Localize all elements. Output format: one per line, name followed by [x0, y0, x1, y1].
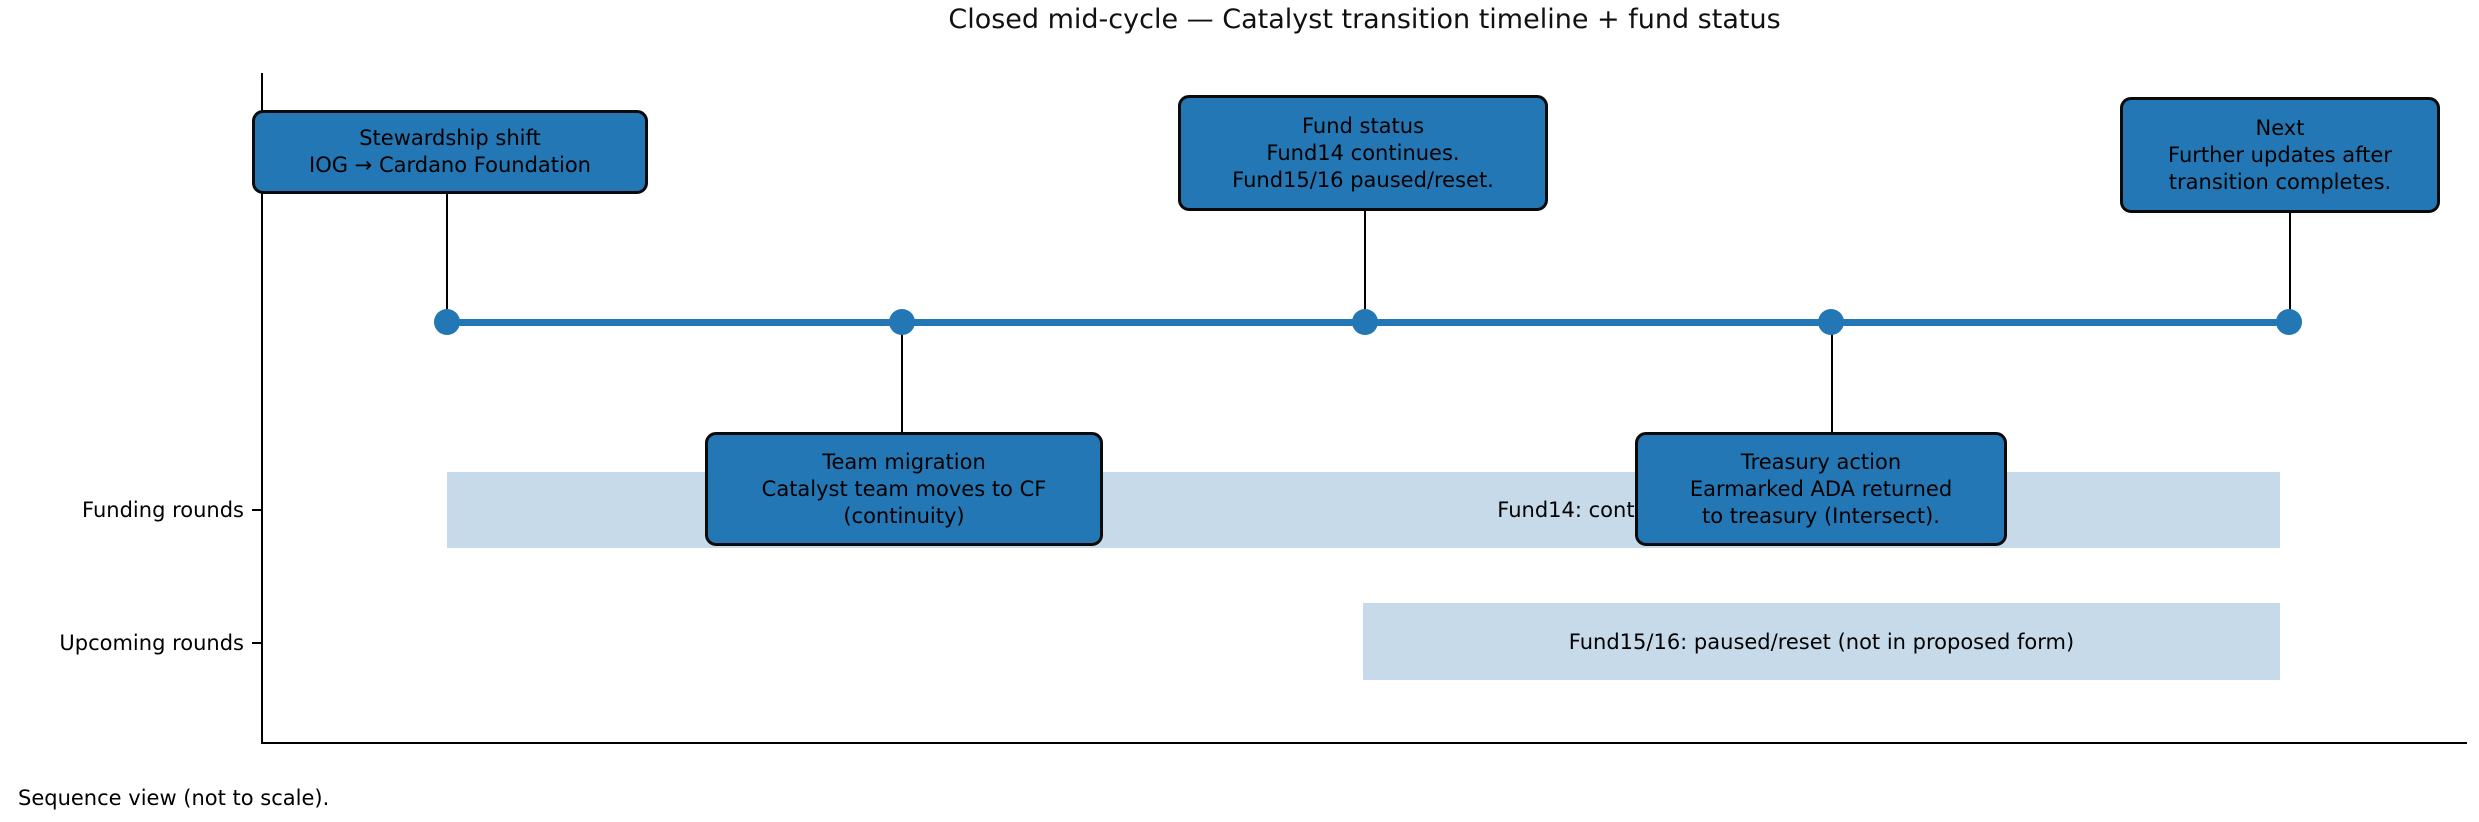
callout-detail: Catalyst team moves to CF (continuity): [761, 476, 1047, 528]
callout-detail: Fund14 continues. Fund15/16 paused/reset…: [1232, 140, 1494, 192]
milestone-dot-migration: [889, 309, 915, 335]
y-tick-upcoming-rounds: [252, 642, 261, 644]
milestone-dot-stewardship: [434, 309, 460, 335]
milestone-dot-fundstatus: [1352, 309, 1378, 335]
y-tick-funding-rounds: [252, 509, 261, 511]
callout-title: Next: [2255, 115, 2305, 140]
callout-title: Fund status: [1301, 113, 1425, 138]
footnote-sequence-view: Sequence view (not to scale).: [18, 786, 330, 810]
y-label-upcoming-rounds: Upcoming rounds: [59, 631, 244, 655]
connector-fundstatus: [1364, 208, 1366, 322]
connector-stewardship: [446, 192, 448, 322]
connector-treasury: [1831, 322, 1833, 434]
callout-detail: IOG → Cardano Foundation: [309, 153, 591, 177]
bar-fund15-16-label: Fund15/16: paused/reset (not in proposed…: [1568, 629, 2075, 654]
callout-next: Next Further updates after transition co…: [2120, 97, 2440, 213]
callout-treasury-action: Treasury action Earmarked ADA returned t…: [1635, 432, 2007, 546]
y-label-funding-rounds: Funding rounds: [82, 498, 244, 522]
callout-fund-status: Fund status Fund14 continues. Fund15/16 …: [1178, 95, 1548, 211]
bar-fund15-16: Fund15/16: paused/reset (not in proposed…: [1363, 603, 2280, 680]
callout-stewardship-shift: Stewardship shift IOG → Cardano Foundati…: [252, 110, 648, 194]
callout-detail: Earmarked ADA returned to treasury (Inte…: [1689, 476, 1953, 528]
y-axis-spine: [261, 73, 263, 743]
milestone-dot-next: [2276, 309, 2302, 335]
callout-team-migration: Team migration Catalyst team moves to CF…: [705, 432, 1103, 546]
connector-migration: [901, 322, 903, 434]
callout-title: Team migration: [822, 449, 986, 474]
callout-title: Stewardship shift: [359, 126, 541, 150]
connector-next: [2289, 210, 2291, 322]
callout-title: Treasury action: [1740, 449, 1902, 474]
callout-detail: Further updates after transition complet…: [2168, 142, 2392, 194]
figure-title: Closed mid-cycle — Catalyst transition t…: [948, 4, 1781, 35]
x-axis-spine: [261, 742, 2467, 744]
milestone-dot-treasury: [1818, 309, 1844, 335]
